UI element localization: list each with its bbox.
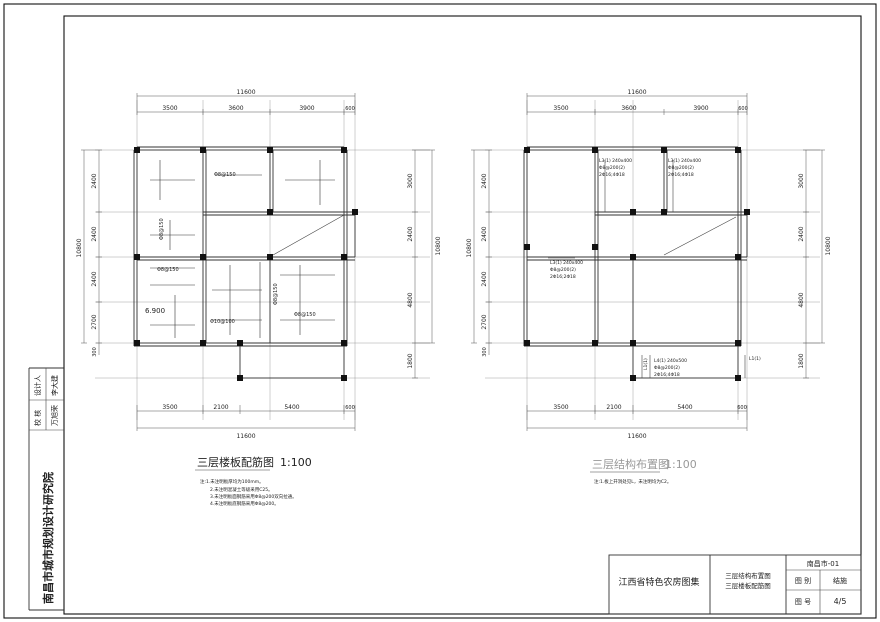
dim-top: 3900 (299, 105, 314, 112)
dim-left: 2400 (481, 173, 488, 188)
left-plan-title: 三层楼板配筋图 (197, 455, 274, 469)
dim-right: 2400 (798, 226, 805, 241)
left-plan-note: 2.未注明混凝土等级采用C25。 (210, 486, 273, 493)
left-plan: Φ8@150 Φ8@150 Φ8@150 Φ8@150 Φ10@100 Φ8@1… (76, 89, 442, 507)
dim-top: 3900 (693, 105, 708, 112)
outer-border (3, 3, 877, 619)
beam-label: L3(1) 240x400 (668, 158, 701, 164)
dim-overall-left: 10800 (466, 238, 473, 257)
dim-right: 3000 (798, 173, 805, 188)
beam-label: Φ8@200(2) (668, 165, 694, 171)
rebar-label: Φ10@100 (210, 319, 235, 325)
drawing-title: 三层结构布置图 (725, 571, 771, 580)
number-label: 图 号 (795, 598, 811, 606)
dim-bottom: 5400 (284, 404, 299, 411)
dim-bottom: 2100 (213, 404, 228, 411)
dim-overall-top: 11600 (627, 89, 646, 96)
drawing-code: 南昌市-01 (807, 559, 839, 568)
beam-small-label: L1(1) (749, 356, 761, 362)
drawing-title: 三层楼板配筋图 (725, 581, 771, 590)
dim-right: 4800 (798, 292, 805, 307)
left-plan-note: 4.未注明板底钢筋采用Φ8@200。 (210, 500, 279, 507)
beam-label: L3(1) 240x400 (599, 158, 632, 164)
beam-label: 2Φ16;4Φ18 (668, 172, 694, 178)
dim-top: 600 (738, 106, 748, 112)
right-plan-note: 注:1.板上开洞处见L，未注明均为C2。 (594, 478, 671, 485)
dim-right: 4800 (407, 292, 414, 307)
beam-label: 2Φ16;4Φ18 (599, 172, 625, 178)
dim-left: 2700 (91, 314, 98, 329)
left-plan-note: 注:1.未注明板厚均为100mm。 (200, 478, 264, 485)
rebar-label: Φ8@150 (214, 172, 236, 178)
checker-label: 校 核 (33, 410, 42, 426)
dim-left: 2400 (91, 226, 98, 241)
dim-left: 2700 (481, 314, 488, 329)
beam-label: L3(1) 240x400 (550, 260, 583, 266)
dim-overall-top: 11600 (236, 89, 255, 96)
rebar-label: Φ8@150 (294, 312, 316, 318)
elevation-mark: 6.900 (145, 307, 165, 315)
dim-top: 3500 (553, 105, 568, 112)
category-label: 图 别 (795, 576, 811, 585)
dim-overall-left: 10800 (76, 238, 83, 257)
dim-bottom: 600 (345, 405, 355, 411)
dim-overall-bottom: 11600 (627, 433, 646, 440)
rebar-label: Φ8@150 (273, 283, 279, 305)
number-value: 4/5 (834, 597, 847, 606)
dim-right: 1800 (407, 353, 414, 368)
dim-overall-right: 10800 (435, 236, 442, 255)
dim-top: 3500 (162, 105, 177, 112)
dim-top: 3600 (621, 105, 636, 112)
category-value: 结施 (833, 576, 847, 585)
beam-label: 2Φ16;2Φ18 (550, 274, 576, 280)
beam-label: Φ8@200(2) (550, 267, 576, 273)
dim-left: 2400 (91, 173, 98, 188)
right-plan: L3(1) 240x400 Φ8@200(2) 2Φ16;4Φ18 L3(1) … (466, 89, 832, 485)
beam-small-label: L1(1) (643, 358, 649, 370)
dim-top: 600 (345, 106, 355, 112)
dim-right: 2400 (407, 226, 414, 241)
dim-bottom: 600 (737, 405, 747, 411)
checker-name: 万旭荣 (50, 405, 59, 426)
rebar-label: Φ8@150 (157, 267, 179, 273)
dim-left: 2400 (91, 271, 98, 286)
dim-bottom: 5400 (677, 404, 692, 411)
dim-bottom: 2100 (606, 404, 621, 411)
title-block: 江西省特色农房图集 三层结构布置图 三层楼板配筋图 南昌市-01 图 别 结施 … (608, 554, 862, 615)
dim-bottom: 3500 (162, 404, 177, 411)
left-plan-scale: 1:100 (280, 456, 312, 469)
drawing-frame (63, 15, 862, 615)
dim-bottom: 3500 (553, 404, 568, 411)
beam-label: L4(1) 240x500 (654, 358, 687, 364)
designer-label: 设计人 (33, 375, 42, 396)
dim-overall-right: 10800 (825, 236, 832, 255)
dim-left: 300 (92, 347, 98, 357)
left-plan-note: 3.未注明板面钢筋采用Φ8@200双向拉通。 (210, 493, 297, 500)
institute-name: 南昌市城市规划设计研究院 (41, 472, 55, 604)
right-plan-title: 三层结构布置图 (592, 457, 669, 471)
right-plan-scale: 1:100 (665, 458, 697, 471)
project-name: 江西省特色农房图集 (618, 576, 699, 588)
rebar-label: Φ8@150 (159, 218, 165, 240)
beam-label: Φ8@200(2) (599, 165, 625, 171)
dim-left: 2400 (481, 271, 488, 286)
dim-top: 3600 (228, 105, 243, 112)
dim-overall-bottom: 11600 (236, 433, 255, 440)
designer-name: 李大建 (50, 375, 59, 396)
beam-label: 2Φ16;4Φ18 (654, 372, 680, 378)
dim-right: 3000 (407, 173, 414, 188)
beam-label: Φ8@200(2) (654, 365, 680, 371)
side-strip: 设计人 李大建 校 核 万旭荣 南昌市城市规划设计研究院 (28, 367, 64, 611)
dim-left: 2400 (481, 226, 488, 241)
dim-right: 1800 (798, 353, 805, 368)
dim-left: 300 (482, 347, 488, 357)
